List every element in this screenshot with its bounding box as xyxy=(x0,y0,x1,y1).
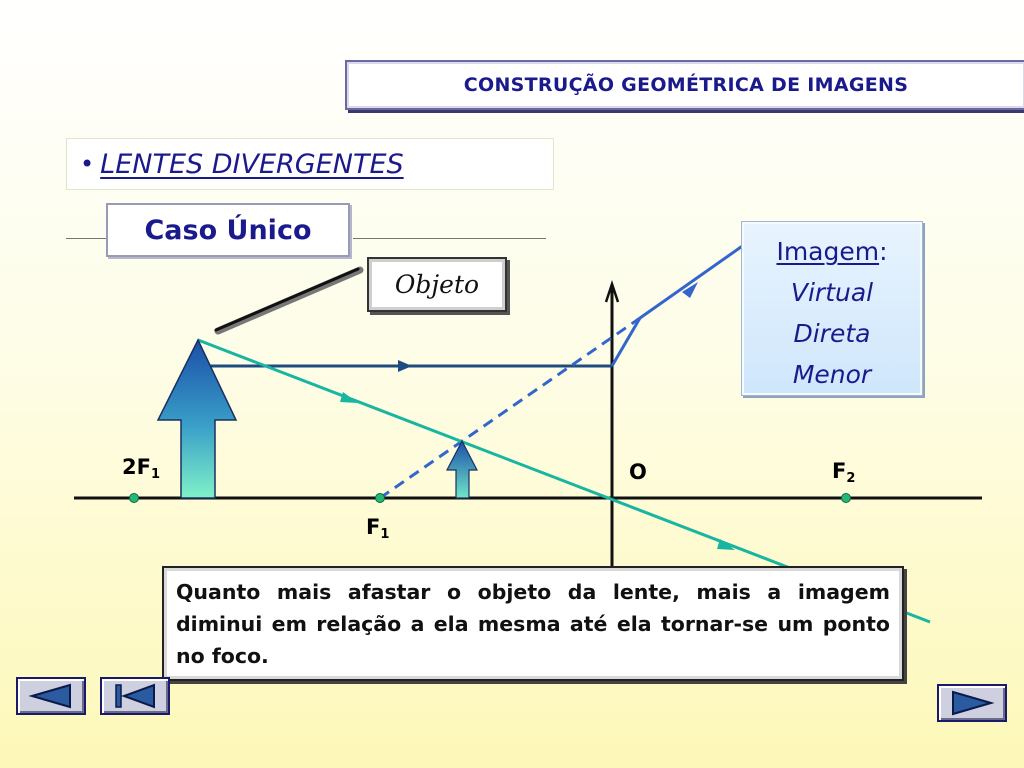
label-o: O xyxy=(629,460,647,484)
object-pointer-line-core xyxy=(214,267,360,332)
case-box: Caso Único xyxy=(106,203,350,257)
label-f1: F1 xyxy=(366,515,390,542)
page-title: CONSTRUÇÃO GEOMÉTRICA DE IMAGENS xyxy=(463,74,909,96)
section-heading: LENTES DIVERGENTES xyxy=(100,148,404,180)
first-slide-icon xyxy=(115,683,155,709)
previous-triangle-icon xyxy=(28,683,71,709)
point-f1-marker xyxy=(375,493,385,503)
image-property-direta: Direta xyxy=(793,319,871,348)
point-2f1-marker xyxy=(129,493,139,503)
divider-right xyxy=(353,238,546,239)
ray-parallel-arrow-icon xyxy=(398,360,412,372)
image-heading: Imagem: xyxy=(776,237,888,266)
ray-refracted-diverging xyxy=(610,317,642,367)
title-box: CONSTRUÇÃO GEOMÉTRICA DE IMAGENS xyxy=(345,60,1024,110)
image-arrow xyxy=(446,439,478,499)
section-heading-box: • LENTES DIVERGENTES xyxy=(66,138,554,190)
image-property-virtual: Virtual xyxy=(790,278,874,307)
bullet-icon: • xyxy=(80,150,95,178)
image-property-menor: Menor xyxy=(792,360,872,389)
ray-central-arrow-icon-1 xyxy=(340,392,358,403)
label-f2: F2 xyxy=(832,459,856,486)
point-f2-marker xyxy=(841,493,851,503)
case-label: Caso Único xyxy=(144,214,312,246)
next-slide-button[interactable] xyxy=(937,684,1007,722)
object-arrow xyxy=(156,338,238,499)
ray-virtual-extension xyxy=(379,316,641,500)
explanation-text: Quanto mais afastar o objeto da lente, m… xyxy=(176,580,890,668)
object-label: Objeto xyxy=(394,270,480,299)
ray-central-arrow-icon-2 xyxy=(717,539,735,550)
divider-left xyxy=(66,238,106,239)
first-slide-button[interactable] xyxy=(100,677,170,715)
object-pointer-line xyxy=(214,266,364,335)
lens-arrow-icon xyxy=(604,280,620,303)
previous-slide-button[interactable] xyxy=(16,677,86,715)
next-triangle-icon xyxy=(952,690,995,716)
ray-refracted-arrow-icon xyxy=(682,282,698,298)
image-properties-box: Imagem: Virtual Direta Menor xyxy=(741,221,923,396)
object-label-box: Objeto xyxy=(367,257,507,312)
explanation-box: Quanto mais afastar o objeto da lente, m… xyxy=(162,566,904,681)
label-2f1: 2F1 xyxy=(122,455,161,482)
